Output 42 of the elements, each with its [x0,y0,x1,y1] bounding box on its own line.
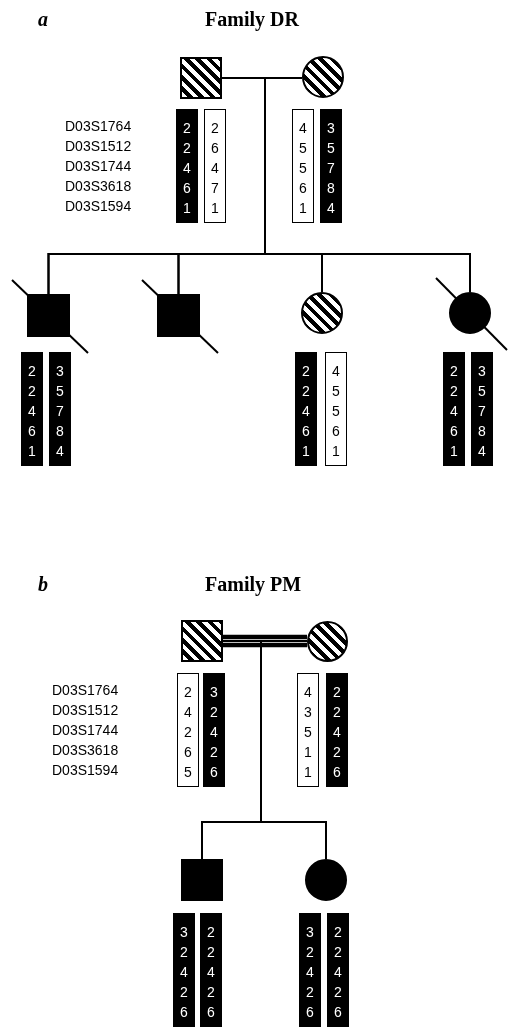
haplotype-bar: 4 5 5 6 1 [292,109,314,223]
panel-letter: b [38,573,48,596]
haplotype-bar: 3 5 7 8 4 [49,352,71,466]
haplotype-bar: 2 2 4 2 6 [326,673,348,787]
haplotype-bar: 2 2 4 6 1 [21,352,43,466]
carrier-female-symbol [301,292,343,334]
haplotype-bar: 2 2 4 2 6 [327,913,349,1027]
haplotype-bar: 4 5 5 6 1 [325,352,347,466]
affected-male-symbol [157,294,200,337]
affected-male-symbol [27,294,70,337]
haplotype-bar: 3 2 4 2 6 [299,913,321,1027]
haplotype-bar: 2 6 4 7 1 [204,109,226,223]
marker-name: D03S1512 [52,702,119,718]
haplotype-bar: 2 2 4 2 6 [200,913,222,1027]
haplotype-bar: 3 2 4 2 6 [203,673,225,787]
affected-male-symbol [181,859,223,901]
marker-name: D03S1744 [52,722,119,738]
marker-name: D03S1764 [52,682,119,698]
haplotype-bar: 2 2 4 6 1 [176,109,198,223]
pedigree-title: Family PM [205,573,302,596]
marker-name: D03S3618 [65,178,132,194]
marker-name: D03S1744 [65,158,132,174]
carrier-male-symbol [181,620,223,662]
pedigree-title: Family DR [205,8,299,31]
affected-female-symbol [449,292,491,334]
marker-name: D03S1594 [52,762,119,778]
affected-female-symbol [305,859,347,901]
carrier-female-symbol [307,621,348,662]
haplotype-bar: 2 4 2 6 5 [177,673,199,787]
marker-name: D03S1764 [65,118,132,134]
haplotype-bar: 3 5 7 8 4 [320,109,342,223]
panel-letter: a [38,8,48,31]
haplotype-bar: 2 2 4 6 1 [443,352,465,466]
haplotype-bar: 3 5 7 8 4 [471,352,493,466]
marker-name: D03S1594 [65,198,132,214]
marker-name: D03S3618 [52,742,119,758]
haplotype-bar: 4 3 5 1 1 [297,673,319,787]
haplotype-bar: 3 2 4 2 6 [173,913,195,1027]
carrier-female-symbol [302,56,344,98]
carrier-male-symbol [180,57,222,99]
haplotype-bar: 2 2 4 6 1 [295,352,317,466]
marker-name: D03S1512 [65,138,132,154]
